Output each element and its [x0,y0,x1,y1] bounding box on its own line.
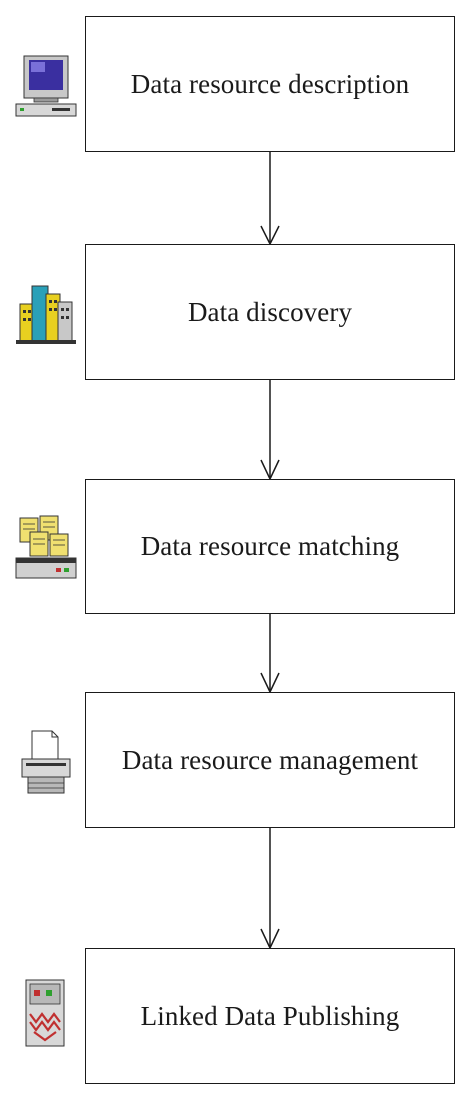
arrow-3-to-4 [260,614,280,694]
step-label: Data resource description [130,68,410,99]
arrow-4-to-5 [260,828,280,950]
step-box-data-resource-matching: Data resource matching [85,479,455,614]
server-tower-icon [12,978,78,1048]
step-label: Data resource management [121,744,419,775]
step-label: Linked Data Publishing [140,1000,400,1031]
step-label: Data resource matching [140,531,400,561]
computer-icon [12,48,78,118]
step-label: Data discovery [187,296,353,327]
printer-icon [12,727,78,797]
step-box-data-resource-description: Data resource description [85,16,455,152]
arrow-1-to-2 [260,152,280,246]
step-box-data-resource-management: Data resource management [85,692,455,828]
arrow-2-to-3 [260,380,280,481]
step-box-linked-data-publishing: Linked Data Publishing [85,948,455,1084]
step-box-data-discovery: Data discovery [85,244,455,380]
document-tray-icon [12,512,78,582]
city-buildings-icon [12,276,78,346]
